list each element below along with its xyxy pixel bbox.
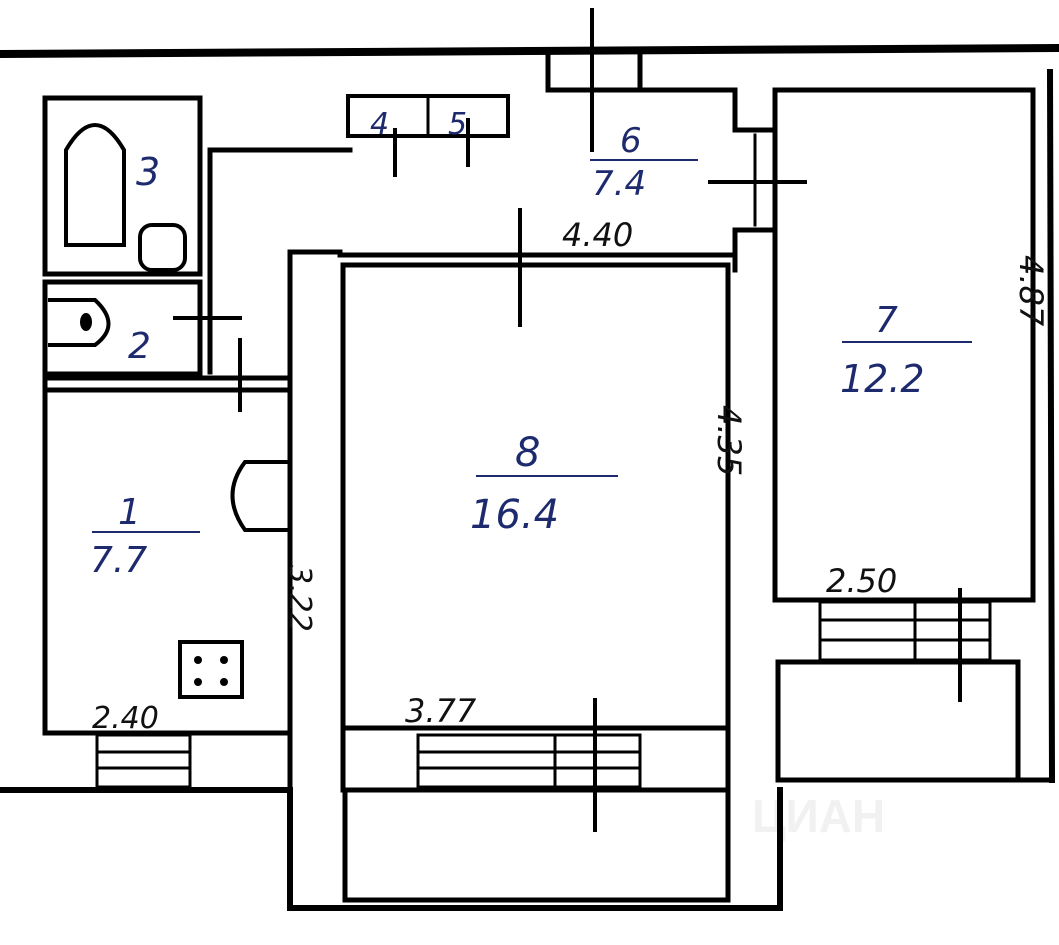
room-3-number: 3 bbox=[136, 150, 160, 194]
kitchen-sink-icon bbox=[230, 460, 292, 532]
room-7-area: 12.2 bbox=[840, 357, 925, 401]
dim-room7-length: 4.87 bbox=[1012, 255, 1050, 327]
room-6-area: 7.4 bbox=[592, 164, 646, 204]
watermark: ЦИАН bbox=[752, 790, 885, 842]
dim-room7-width: 2.50 bbox=[826, 562, 897, 600]
room-4-number: 4 bbox=[370, 107, 389, 142]
dim-room1-length: 3.22 bbox=[282, 565, 317, 632]
dim-corridor: 4.40 bbox=[562, 216, 633, 254]
room-1-area: 7.7 bbox=[90, 540, 147, 581]
toilet-bowl-icon bbox=[80, 313, 92, 331]
room-6-number: 6 bbox=[620, 121, 642, 161]
stove-burners-icon bbox=[194, 656, 228, 686]
dim-room1-width: 2.40 bbox=[92, 701, 159, 736]
room-8-number: 8 bbox=[515, 430, 540, 476]
stove-icon bbox=[178, 640, 244, 699]
dim-room8-length: 4.35 bbox=[710, 405, 748, 476]
room-8-area: 16.4 bbox=[470, 492, 559, 538]
room-1-number: 1 bbox=[118, 492, 141, 533]
bathtub-icon bbox=[64, 123, 126, 247]
sink-icon bbox=[138, 223, 187, 272]
room-5-number: 5 bbox=[448, 107, 467, 142]
room-7-number: 7 bbox=[875, 300, 898, 341]
dim-room8-width: 3.77 bbox=[405, 692, 477, 730]
toilet-icon bbox=[48, 298, 111, 347]
room-2-number: 2 bbox=[128, 326, 151, 367]
walls bbox=[0, 8, 1059, 911]
